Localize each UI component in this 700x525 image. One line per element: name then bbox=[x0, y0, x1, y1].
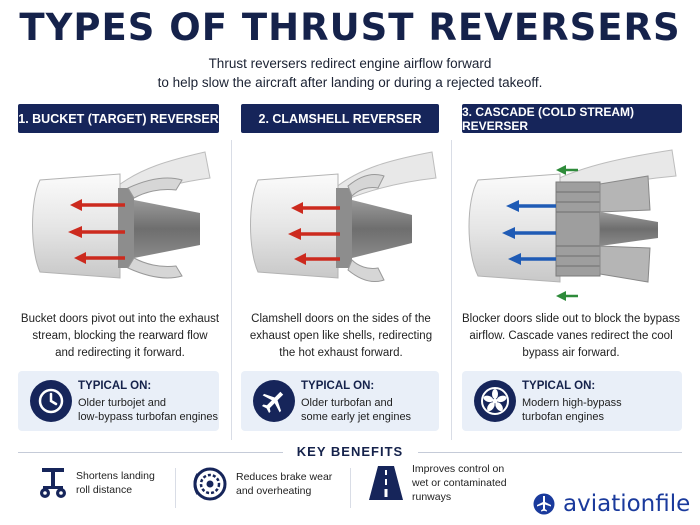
cascade-typical-panel: TYPICAL ON: Modern high-bypass turbofan … bbox=[462, 371, 682, 431]
benefit-line: roll distance bbox=[76, 484, 133, 496]
desc-line: Clamshell doors on the sides of the bbox=[251, 313, 431, 325]
runway-icon bbox=[369, 466, 403, 500]
page-subtitle: Thrust reversers redirect engine airflow… bbox=[0, 54, 700, 92]
desc-line: the hot exhaust forward. bbox=[279, 347, 403, 359]
clamshell-door-upper bbox=[347, 173, 385, 197]
bypass-flow-arrowhead bbox=[502, 227, 515, 239]
column-divider bbox=[451, 140, 452, 440]
bypass-flow-arrowhead bbox=[508, 253, 521, 265]
clamshell-engine-drawing bbox=[250, 151, 437, 283]
reverser-frame bbox=[336, 188, 352, 268]
column-divider bbox=[231, 140, 232, 440]
reverse-flow-arrowhead bbox=[291, 202, 303, 214]
bypass-flow-arrowhead bbox=[506, 200, 519, 212]
desc-line: airflow. Cascade vanes redirect the cool bbox=[469, 330, 673, 342]
exhaust-cone bbox=[352, 200, 412, 258]
typical-label: TYPICAL ON: bbox=[78, 380, 152, 392]
cascade-vanes bbox=[555, 181, 601, 277]
benefit-line: runways bbox=[412, 491, 452, 503]
typical-engines: Older turbofan and some early jet engine… bbox=[301, 396, 461, 424]
reverse-flow-arrowhead bbox=[68, 226, 82, 238]
typical-line: Older turbojet and bbox=[78, 397, 167, 409]
translating-sleeve-lower bbox=[599, 245, 651, 283]
benefit-text: Reduces brake wear and overheating bbox=[236, 470, 332, 498]
typical-engines: Older turbojet and low-bypass turbofan e… bbox=[78, 396, 238, 424]
benefit-divider bbox=[350, 468, 351, 508]
benefit-brake-wear: Reduces brake wear and overheating bbox=[192, 466, 332, 502]
bucket-description: Bucket doors pivot out into the exhaust … bbox=[15, 311, 225, 362]
benefit-divider bbox=[175, 468, 176, 508]
cascade-description: Blocker doors slide out to block the byp… bbox=[456, 311, 686, 362]
reverse-flow-arrowhead bbox=[294, 253, 306, 265]
exhaust-cone bbox=[600, 212, 658, 246]
benefits-rule-left bbox=[18, 452, 283, 453]
typical-line: some early jet engines bbox=[301, 411, 412, 423]
desc-line: stream, blocking the rearward flow bbox=[32, 330, 208, 342]
reverse-flow-arrowhead bbox=[70, 199, 82, 211]
aviationfile-logo: aviationfile bbox=[533, 491, 690, 517]
subtitle-line-2: to help slow the aircraft after landing … bbox=[157, 75, 543, 90]
typical-line: Older turbofan and bbox=[301, 397, 393, 409]
bucket-door-upper bbox=[127, 177, 183, 199]
airplane-icon bbox=[253, 380, 295, 422]
benefits-rule-right bbox=[418, 452, 682, 453]
clamshell-door-lower bbox=[347, 259, 385, 283]
typical-engines: Modern high-bypass turbofan engines bbox=[522, 396, 682, 424]
bucket-engine-drawing bbox=[32, 151, 211, 279]
brake-disc-icon bbox=[193, 467, 227, 501]
fan-icon bbox=[474, 380, 516, 422]
typical-label: TYPICAL ON: bbox=[301, 380, 375, 392]
reverse-flow-arrowhead bbox=[288, 228, 301, 240]
clamshell-typical-panel: TYPICAL ON: Older turbofan and some earl… bbox=[241, 371, 439, 431]
subtitle-line-1: Thrust reversers redirect engine airflow… bbox=[208, 56, 492, 71]
desc-line: and redirecting it forward. bbox=[55, 347, 185, 359]
desc-line: Bucket doors pivot out into the exhaust bbox=[20, 313, 220, 325]
benefit-line: Shortens landing bbox=[76, 470, 155, 482]
benefit-line: wet or contaminated bbox=[412, 477, 507, 489]
benefit-line: Improves control on bbox=[412, 463, 505, 475]
typical-label: TYPICAL ON: bbox=[522, 380, 596, 392]
clamshell-reverser-heading: 2. CLAMSHELL REVERSER bbox=[241, 104, 439, 133]
typical-line: low-bypass turbofan engines bbox=[78, 411, 219, 423]
cascade-vane-lines bbox=[556, 191, 600, 267]
nacelle bbox=[250, 173, 339, 279]
translating-sleeve-upper bbox=[599, 175, 651, 213]
nacelle bbox=[32, 173, 121, 279]
bucket-reverser-heading: 1. BUCKET (TARGET) REVERSER bbox=[18, 104, 219, 133]
benefit-text: Improves control on wet or contaminated … bbox=[412, 462, 507, 504]
desc-line: bypass air forward. bbox=[522, 347, 620, 359]
bucket-typical-panel: TYPICAL ON: Older turbojet and low-bypas… bbox=[18, 371, 219, 431]
landing-gear-icon bbox=[40, 468, 66, 498]
benefit-line: Reduces brake wear bbox=[236, 471, 333, 483]
reverse-flow-arrowhead bbox=[74, 252, 86, 264]
clamshell-description: Clamshell doors on the sides of the exha… bbox=[236, 311, 446, 362]
exhaust-cone bbox=[134, 200, 200, 258]
clock-icon bbox=[30, 380, 72, 422]
vented-air-arrowhead bbox=[556, 165, 566, 175]
logo-text: aviationfile bbox=[563, 491, 691, 517]
reverser-frame bbox=[118, 188, 134, 268]
benefit-runway-control: Improves control on wet or contaminated … bbox=[368, 462, 507, 504]
cascade-reverser-heading: 3. CASCADE (COLD STREAM) REVERSER bbox=[462, 104, 682, 133]
typical-line: Modern high-bypass bbox=[522, 397, 622, 409]
typical-line: turbofan engines bbox=[522, 411, 604, 423]
page-title: TYPES OF THRUST REVERSERS bbox=[19, 6, 681, 49]
benefit-text: Shortens landing roll distance bbox=[76, 469, 155, 497]
key-benefits-title: KEY BENEFITS bbox=[296, 444, 404, 459]
logo-plane-icon bbox=[533, 493, 555, 515]
benefit-line: and overheating bbox=[236, 485, 312, 497]
benefit-shorter-landing: Shortens landing roll distance bbox=[38, 466, 155, 500]
desc-line: exhaust open like shells, redirecting bbox=[249, 330, 433, 342]
bucket-door-lower bbox=[127, 257, 183, 279]
desc-line: Blocker doors slide out to block the byp… bbox=[462, 313, 680, 325]
cascade-engine-drawing bbox=[468, 149, 677, 301]
vented-air-arrowhead bbox=[556, 291, 566, 301]
